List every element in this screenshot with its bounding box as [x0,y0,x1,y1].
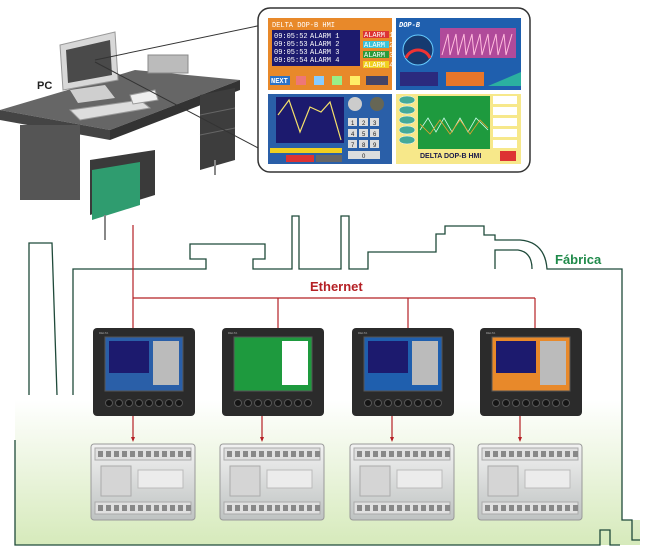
key-5: 5 [362,132,366,138]
function-key [364,399,372,407]
function-key [562,399,570,407]
key-9: 9 [373,143,377,149]
function-key [512,399,520,407]
arrow-icon [518,437,522,442]
alarm-row: 09:05:54 [274,57,308,65]
hmi-screens-callout [257,7,531,173]
function-key [502,399,510,407]
function-key [135,399,143,407]
function-key [552,399,560,407]
function-key [244,399,252,407]
alarm-button-label: ALARM 1 [364,32,393,40]
keypad [348,118,380,159]
arrow-icon [390,437,394,442]
alarm-name: ALARM 1 [310,33,339,41]
function-key [274,399,282,407]
key-2: 2 [362,121,366,127]
key-0: 0 [362,154,366,160]
alarm-name: ALARM 4 [310,57,339,65]
alarm-button-label: ALARM 3 [364,52,393,60]
key-7: 7 [351,143,355,149]
alarm-name: ALARM 3 [310,49,339,57]
function-key [145,399,153,407]
hmi-panel: DELTA [352,328,454,416]
callout-line [94,24,263,61]
function-key [304,399,312,407]
function-key [284,399,292,407]
plc-unit [219,443,325,521]
brand-label: DELTA [99,331,108,335]
function-key [115,399,123,407]
alarm-button-label: ALARM 4 [364,62,393,70]
brand-label: DELTA [486,331,495,335]
function-key [542,399,550,407]
arrow-icon [260,437,264,442]
trend-banner: DELTA DOP-B HMI [420,153,481,160]
ethernet-network [132,225,536,328]
factory-outline [14,215,640,546]
function-key [105,399,113,407]
function-key [374,399,382,407]
function-key [404,399,412,407]
function-key [394,399,402,407]
plc-unit [349,443,455,521]
alarm-name: ALARM 2 [310,41,339,49]
plc-unit [90,443,196,521]
alarm-row: 09:05:52 [274,33,308,41]
alarm-button-label: ALARM 2 [364,42,393,50]
key-8: 8 [362,143,366,149]
function-key [234,399,242,407]
function-key [155,399,163,407]
hmi-panel: DELTA [222,328,324,416]
key-4: 4 [351,132,355,138]
brand-label: DELTA [358,331,367,335]
function-key [434,399,442,407]
ethernet-label: Ethernet [310,279,363,294]
function-key [384,399,392,407]
alarm-buttons [363,31,389,68]
function-key [424,399,432,407]
function-key [492,399,500,407]
pc-label: PC [37,80,53,92]
function-key [125,399,133,407]
function-key [165,399,173,407]
key-6: 6 [373,132,377,138]
function-key [522,399,530,407]
key-3: 3 [373,121,377,127]
function-key [414,399,422,407]
function-key [294,399,302,407]
pc-workstation [0,24,263,240]
brand-label: DELTA [228,331,237,335]
function-key [532,399,540,407]
function-key [264,399,272,407]
factory-label: Fábrica [555,252,602,267]
function-key [175,399,183,407]
arrow-icon [131,437,135,442]
hmi-panel: DELTA [93,328,195,416]
alarm-row: 09:05:53 [274,49,308,57]
alarm-screen-title: DELTA DOP-B HMI [272,22,335,30]
hmi-panel: DELTA [480,328,582,416]
key-1: 1 [351,121,355,127]
plc-unit [477,443,583,521]
function-key [254,399,262,407]
alarm-row: 09:05:53 [274,41,308,49]
dop-b-logo: DOP-B [399,22,421,30]
next-button-label: NEXT [271,78,288,86]
